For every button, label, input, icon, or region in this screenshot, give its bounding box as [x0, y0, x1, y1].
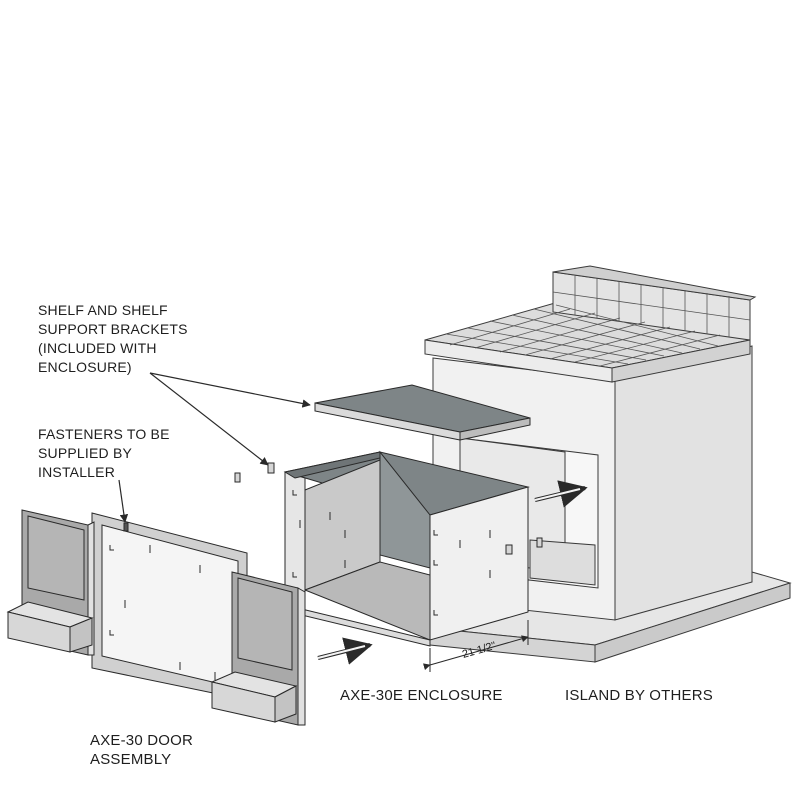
label-fasteners: FASTENERS TO BE SUPPLIED BY INSTALLER: [38, 425, 170, 482]
left-door-face: [27, 515, 85, 601]
enclosure-holes: [292, 490, 543, 616]
leader-to-shelf: [149, 372, 311, 408]
shelf-side-edge: [459, 417, 531, 441]
label-fasteners-line-2: SUPPLIED BY: [38, 445, 133, 461]
right-door-edge: [297, 587, 306, 726]
label-shelf-brackets: SHELF AND SHELF SUPPORT BRACKETS (INCLUD…: [38, 301, 188, 377]
countertop-tiles: [445, 304, 721, 367]
label-fasteners-line-3: INSTALLER: [38, 464, 116, 480]
bracket-right: [267, 462, 275, 474]
label-shelf-line-4: ENCLOSURE): [38, 359, 132, 375]
leader-to-bracket: [149, 372, 269, 466]
enclosure-right-panel: [429, 486, 529, 641]
right-door-face: [237, 577, 293, 671]
door-fastener-marks: [109, 522, 216, 680]
island-base-edge-right: [594, 582, 791, 663]
label-shelf-line-3: (INCLUDED WITH: [38, 340, 157, 356]
island-opening-floor: [529, 539, 596, 586]
label-enclosure: AXE-30E ENCLOSURE: [340, 687, 503, 704]
backsplash-tiles: [552, 275, 751, 337]
label-shelf-line-2: SUPPORT BRACKETS: [38, 321, 188, 337]
label-shelf-line-1: SHELF AND SHELF: [38, 302, 168, 318]
label-island: ISLAND BY OTHERS: [565, 687, 713, 704]
dimension-21-half: [422, 620, 529, 672]
island-countertop-edge-right: [611, 339, 751, 383]
island-backsplash-top: [552, 265, 757, 301]
left-door-bin-side: [69, 617, 93, 653]
bracket-left: [234, 472, 241, 483]
label-fasteners-line-1: FASTENERS TO BE: [38, 426, 170, 442]
label-door-line-1: AXE-30 DOOR: [90, 732, 194, 749]
enclosure-back-panel: [283, 451, 381, 479]
leader-to-fastener: [118, 479, 129, 523]
shelf: [314, 384, 531, 441]
shelf-support-brackets: [234, 462, 275, 483]
label-door-assembly: AXE-30 DOOR ASSEMBLY: [90, 731, 193, 769]
label-door-line-2: ASSEMBLY: [90, 751, 172, 768]
callout-leaders: [118, 372, 311, 523]
enclosure: [283, 450, 530, 647]
door-assembly: [6, 509, 306, 726]
right-door-bin-side: [274, 685, 297, 723]
island-side-face: [614, 345, 753, 621]
